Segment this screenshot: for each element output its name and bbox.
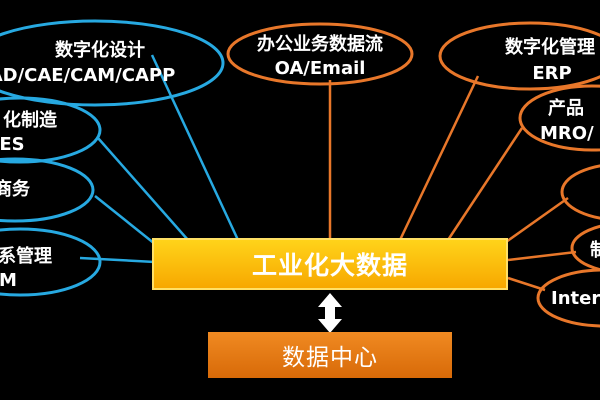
- label-product-sub: MRO/: [540, 123, 594, 144]
- label-manufacturing: 化制造: [3, 109, 57, 131]
- connector-commerce: [94, 195, 156, 245]
- node-internet: [536, 268, 600, 328]
- connector-right-4: [507, 250, 577, 262]
- hub-label: 工业化大数据: [251, 251, 408, 280]
- node-digital-manufacturing: [0, 96, 102, 164]
- label-right-4: 制: [590, 240, 600, 261]
- node-right-4: [570, 224, 600, 272]
- data-center-label: 数据中心: [282, 345, 378, 371]
- connector-internet: [507, 276, 546, 292]
- node-office-data-flow: [226, 22, 414, 86]
- label-internet: Inter: [551, 288, 600, 309]
- label-digital-management-sub: ERP: [532, 63, 571, 84]
- connector-erp: [398, 75, 480, 241]
- node-system-management: [0, 227, 102, 297]
- label-digital-design-sub: AD/CAE/CAM/CAPP: [0, 65, 175, 86]
- connector-design: [150, 54, 240, 241]
- label-system-management: 系管理: [0, 245, 52, 267]
- node-digital-management: [438, 21, 600, 91]
- label-office-data-flow-sub: OA/Email: [275, 58, 366, 79]
- label-digital-design: 数字化设计: [55, 39, 145, 61]
- node-right-3: [560, 164, 600, 220]
- label-system-management-sub: M: [0, 270, 17, 291]
- connector-right-3: [505, 196, 569, 244]
- connector-system-management: [79, 256, 156, 264]
- hub-industrial-big-data: 工业化大数据: [152, 238, 508, 290]
- node-commerce: [0, 157, 95, 223]
- data-center-box: 数据中心: [208, 332, 452, 378]
- node-product: [518, 84, 600, 152]
- label-office-data-flow: 办公业务数据流: [257, 33, 383, 55]
- double-arrow-icon: [318, 293, 342, 333]
- label-manufacturing-sub: ES: [0, 134, 25, 155]
- connector-manufacturing: [97, 137, 189, 241]
- connector-product: [446, 127, 524, 241]
- node-digital-design: [0, 19, 225, 107]
- label-commerce: 商务: [0, 178, 31, 200]
- label-digital-management: 数字化管理: [505, 36, 595, 58]
- label-product: 产品: [548, 97, 584, 119]
